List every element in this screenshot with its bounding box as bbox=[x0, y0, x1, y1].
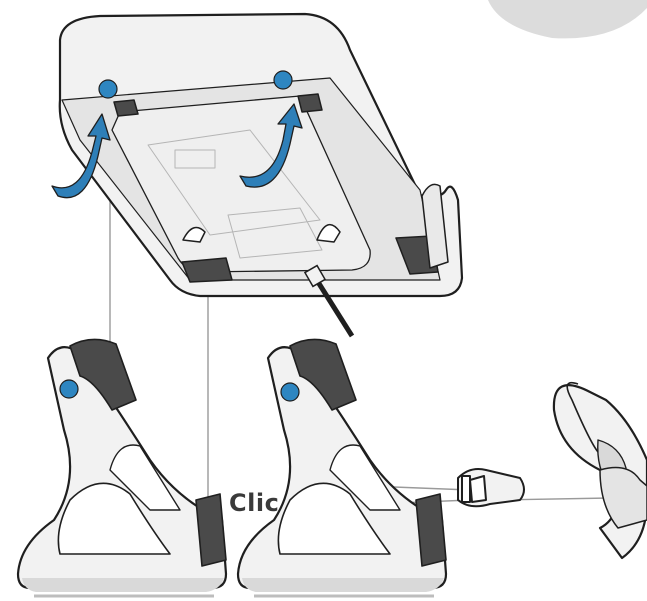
alignment-dot-icon bbox=[60, 380, 78, 398]
stand-right bbox=[238, 339, 446, 596]
corner-disc bbox=[488, 0, 647, 38]
base-unit bbox=[60, 14, 462, 296]
stand-left bbox=[18, 339, 226, 596]
controller bbox=[554, 383, 647, 558]
alignment-dot-icon bbox=[281, 383, 299, 401]
alignment-dot-icon bbox=[99, 80, 117, 98]
clic-callout: Clic bbox=[229, 489, 279, 517]
alignment-dot-icon bbox=[274, 71, 292, 89]
connector-clip bbox=[458, 469, 524, 506]
